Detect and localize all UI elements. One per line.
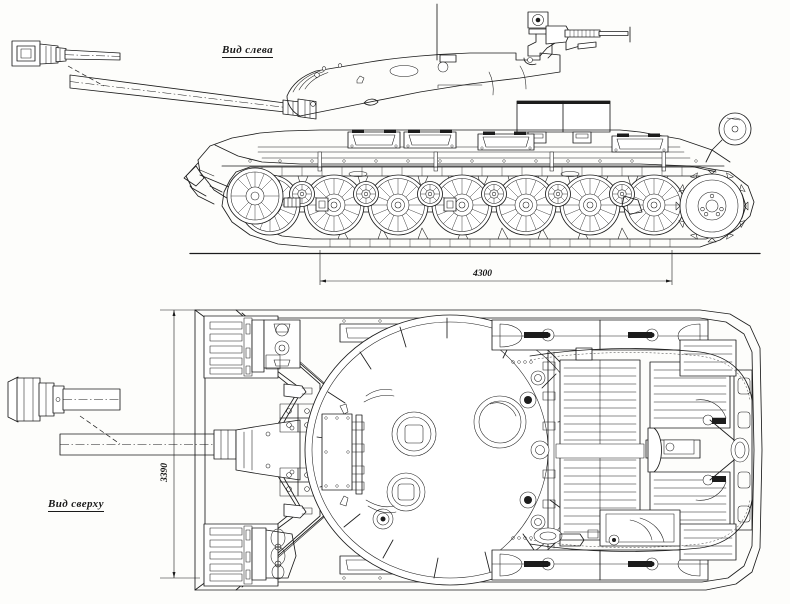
side-rails-top xyxy=(491,319,709,581)
turret-top xyxy=(304,314,596,586)
view-label-top: Вид сверху xyxy=(48,498,104,512)
side-fittings xyxy=(283,195,643,215)
dimension-value-length: 4300 xyxy=(473,269,492,279)
deck-fittings-top xyxy=(511,351,556,549)
horn-top xyxy=(283,503,313,519)
main-gun-side xyxy=(69,74,317,120)
headlight-top xyxy=(283,383,313,399)
front-fender-side xyxy=(183,165,223,193)
muzzle-brake-detail-side xyxy=(11,40,121,87)
dimension-value-width: 3390 xyxy=(160,463,170,482)
dimension-length-4300 xyxy=(319,250,673,285)
rear-deck-top xyxy=(529,339,753,561)
aa-machine-gun-side xyxy=(523,11,631,66)
dimension-width-3390 xyxy=(160,309,200,579)
commander-cupola-top xyxy=(473,395,527,449)
engine-deck-top xyxy=(555,359,731,541)
main-gun-top xyxy=(59,429,237,460)
top-view-group xyxy=(7,309,763,591)
front-fenders-top xyxy=(203,315,301,587)
rear-fittings-top xyxy=(533,509,681,547)
view-label-left: Вид слева xyxy=(222,44,274,58)
turret-side xyxy=(286,52,561,117)
loader-hatch-top xyxy=(391,411,437,457)
muzzle-brake-detail-top xyxy=(7,376,121,445)
side-view-group xyxy=(11,3,761,255)
rear-drum-side xyxy=(705,112,752,163)
road-wheels-side xyxy=(239,174,685,236)
hull-top xyxy=(194,309,763,591)
periscope-top xyxy=(372,508,394,530)
front-idler-side xyxy=(226,167,284,225)
drive-sprocket-side xyxy=(675,169,749,243)
turret-hatch-lower-top xyxy=(386,472,426,512)
